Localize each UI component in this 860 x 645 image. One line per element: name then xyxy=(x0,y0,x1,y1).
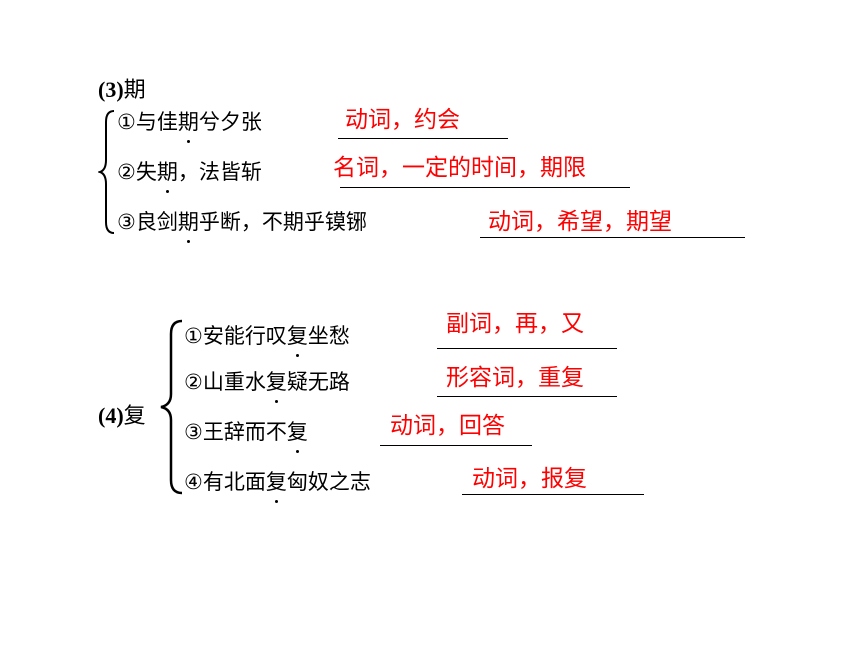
emphasis-char: 复 xyxy=(265,470,287,503)
answer-blank-3-1 xyxy=(338,138,508,139)
section-3-label: (3) xyxy=(98,77,124,102)
section-4-heading: (4)复 xyxy=(98,398,146,430)
answer-blank-3-3 xyxy=(480,237,745,238)
answer-3-3: 动词，希望，期望 xyxy=(488,209,672,235)
emphasis-char: 期 xyxy=(177,110,199,143)
answer-blank-4-4 xyxy=(462,494,644,495)
section-3-brace xyxy=(98,110,115,234)
section-4-item-1: ①安能行叹复坐愁 xyxy=(184,324,350,357)
answer-blank-3-2 xyxy=(340,187,630,188)
answer-4-2: 形容词，重复 xyxy=(446,365,584,391)
answer-3-1: 动词，约会 xyxy=(345,107,460,133)
emphasis-char: 复 xyxy=(265,370,287,403)
section-3-item-2: ②失期，法皆斩 xyxy=(117,160,262,193)
emphasis-char: 复 xyxy=(286,420,308,453)
emphasis-char: 复 xyxy=(286,324,308,357)
emphasis-char: 期 xyxy=(156,160,178,193)
section-3-heading: (3)期 xyxy=(98,72,146,104)
section-3-item-1: ①与佳期兮夕张 xyxy=(117,110,262,143)
answer-blank-4-1 xyxy=(437,348,617,349)
section-3-item-3: ③良剑期乎断，不期乎镆铘 xyxy=(117,210,367,243)
answer-4-4: 动词，报复 xyxy=(472,466,587,492)
section-4-brace xyxy=(160,319,183,495)
section-4-item-2: ②山重水复疑无路 xyxy=(184,370,350,403)
section-4-label: (4) xyxy=(98,403,124,428)
emphasis-char: 期 xyxy=(177,210,199,243)
section-3-char: 期 xyxy=(123,78,146,103)
answer-blank-4-3 xyxy=(380,445,532,446)
answer-4-1: 副词，再，又 xyxy=(446,311,584,337)
answer-3-2: 名词，一定的时间，期限 xyxy=(333,155,586,181)
section-4-item-4: ④有北面复匈奴之志 xyxy=(184,470,371,503)
answer-blank-4-2 xyxy=(437,396,617,397)
answer-4-3: 动词，回答 xyxy=(390,413,505,439)
section-4-item-3: ③王辞而不复 xyxy=(184,420,308,453)
section-4-char: 复 xyxy=(123,404,146,429)
